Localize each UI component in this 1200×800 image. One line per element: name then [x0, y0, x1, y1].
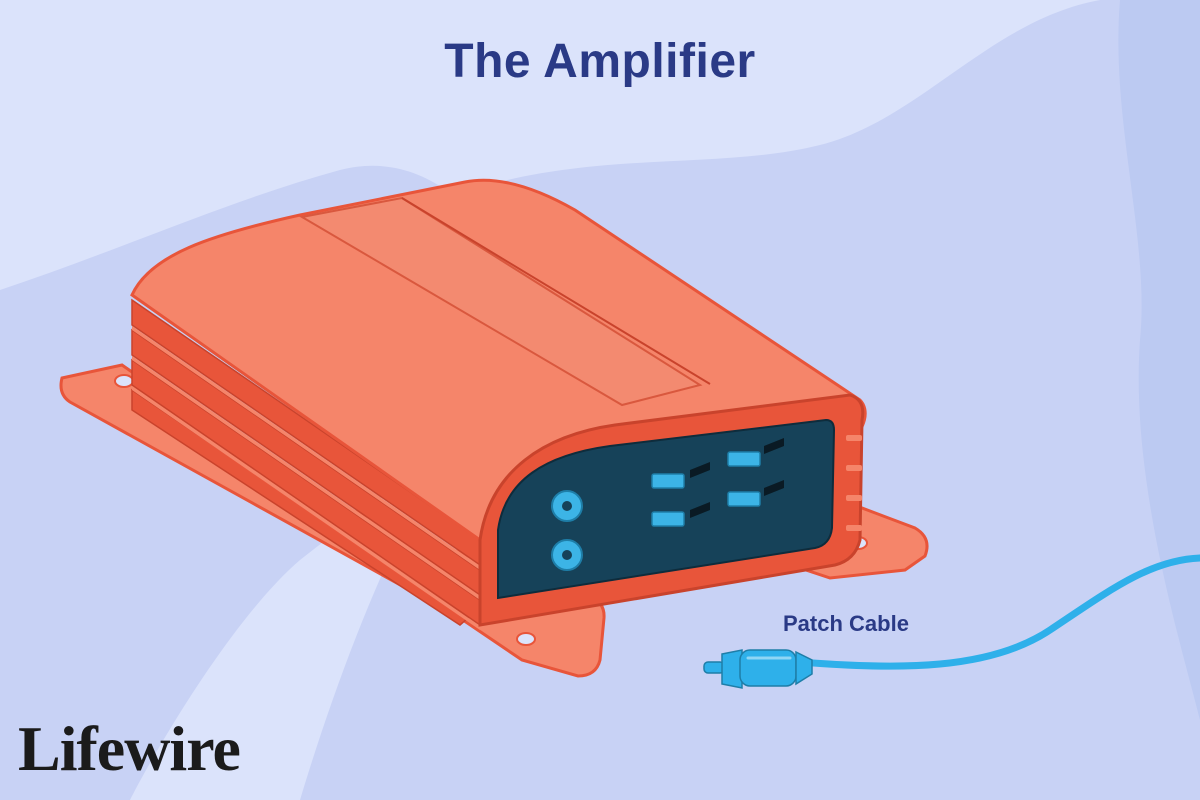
- slider-switch: [651, 502, 710, 527]
- slider-switch: [727, 480, 784, 507]
- rca-plug: [703, 649, 813, 689]
- slider-switch: [727, 438, 784, 467]
- patch-cable-wire: [796, 554, 1200, 670]
- front-fins: [846, 435, 862, 531]
- mounting-hole: [114, 374, 134, 388]
- brand-logo: Lifewire: [18, 713, 241, 784]
- groove-line: [401, 197, 711, 385]
- rca-input-jack-bottom: [551, 539, 583, 571]
- mounting-hole: [516, 632, 536, 646]
- background-shape-far-right: [1118, 0, 1200, 720]
- fin-highlights: [132, 326, 480, 630]
- top-cover-groove: [299, 196, 703, 407]
- slider-switch: [651, 462, 710, 489]
- heat-sink-fins: [131, 298, 481, 627]
- patch-cable-label: Patch Cable: [783, 611, 909, 636]
- rca-input-jack-top: [551, 490, 583, 522]
- page-title: The Amplifier: [444, 35, 756, 88]
